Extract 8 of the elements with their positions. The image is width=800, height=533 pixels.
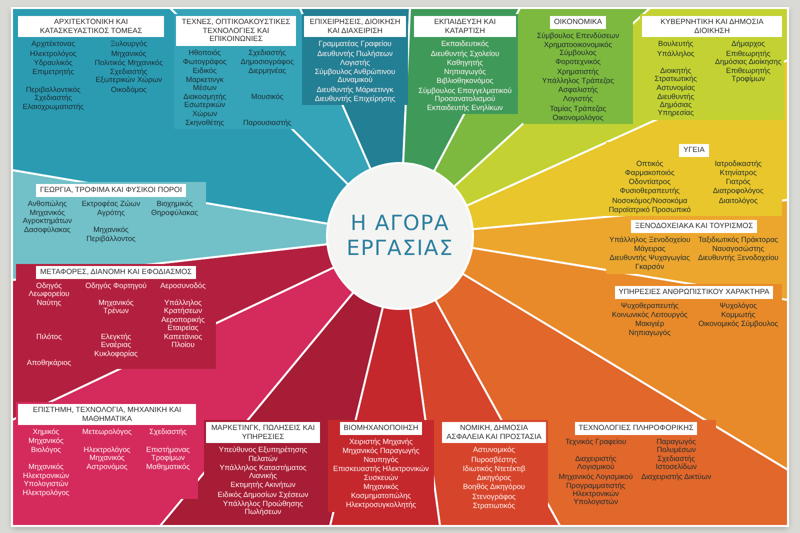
sector-panel <box>640 14 784 120</box>
sector-panel <box>523 14 633 124</box>
sector-panel <box>302 14 408 105</box>
sector-panel <box>328 420 434 512</box>
poster-title: Η ΑΓΟΡΑ ΕΡΓΑΣΙΑΣ <box>345 210 455 262</box>
sector-panel <box>174 14 298 130</box>
sector-panel <box>16 264 216 370</box>
sector-panel <box>412 14 518 114</box>
